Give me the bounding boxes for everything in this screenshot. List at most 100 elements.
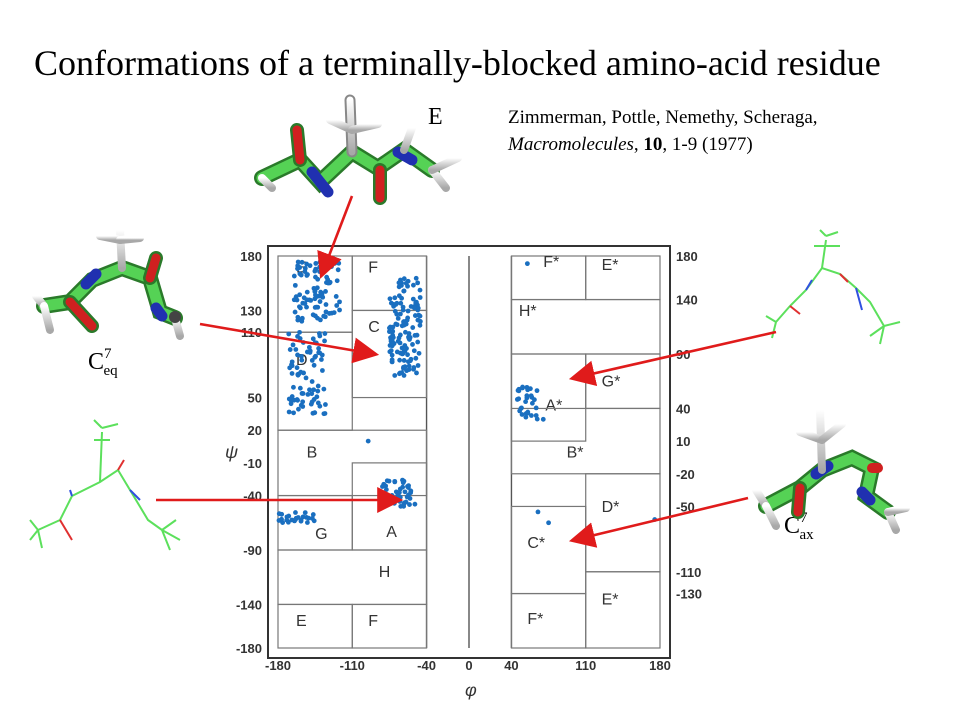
point-E [334, 303, 340, 308]
point-D [295, 352, 300, 358]
point-E [325, 280, 331, 286]
point-A [402, 489, 408, 495]
point-C [389, 359, 395, 365]
point-D [286, 331, 292, 337]
point-E [334, 278, 340, 284]
region-8-box [277, 603, 353, 649]
point-D [303, 375, 309, 381]
point-A [407, 496, 413, 501]
point-A [401, 478, 407, 484]
point-E [310, 312, 316, 318]
point-D [307, 350, 313, 355]
c7eq-label: C7eq [88, 346, 118, 379]
region-label: E [296, 613, 307, 630]
x-tick-label: -110 [340, 658, 365, 673]
wireframe-left-icon [29, 419, 181, 551]
point-C [412, 313, 418, 318]
point-isolated [535, 509, 541, 515]
point-D [289, 359, 295, 365]
reference-pages: , 1-9 (1977) [662, 134, 753, 155]
point-C [405, 352, 410, 358]
point-E [299, 259, 305, 265]
point-D [309, 399, 315, 405]
region-label: B [307, 444, 318, 461]
point-D [322, 338, 327, 344]
point-A* [519, 412, 525, 417]
point-C [396, 280, 402, 286]
point-D [317, 333, 323, 339]
point-E [337, 307, 342, 313]
point-A* [514, 397, 520, 402]
point-A* [528, 386, 533, 392]
region-label: C* [527, 535, 545, 552]
point-C [417, 313, 423, 319]
point-D [322, 331, 328, 336]
point-D [315, 400, 321, 406]
region-label: C [368, 319, 380, 336]
point-E [323, 302, 329, 307]
point-C [414, 332, 420, 338]
y-tick-label-left: -10 [243, 456, 262, 471]
point-C [400, 351, 406, 357]
x-tick-label: 40 [504, 658, 518, 673]
point-C [389, 352, 395, 358]
region-label: F [368, 613, 378, 630]
region-label: D* [602, 499, 620, 516]
point-A* [529, 400, 535, 406]
region-label: E* [602, 591, 619, 608]
point-E [291, 273, 297, 279]
e-conformer-label: E [428, 104, 443, 130]
point-C [406, 367, 412, 373]
point-C [397, 357, 403, 363]
point-E [294, 297, 300, 303]
region-label: F* [543, 254, 559, 271]
point-E [302, 269, 308, 274]
point-C [401, 373, 407, 378]
point-E [304, 297, 310, 303]
point-E [307, 263, 313, 269]
point-D [287, 347, 293, 352]
point-D [312, 410, 318, 416]
point-D [315, 383, 321, 389]
point-D [319, 352, 325, 358]
point-A [402, 500, 407, 506]
point-D [309, 358, 315, 363]
region-label: G [315, 526, 327, 543]
point-C [396, 335, 402, 341]
point-E [300, 300, 306, 306]
point-A [400, 484, 406, 490]
point-C [387, 324, 393, 330]
point-G [311, 518, 317, 524]
point-D [321, 386, 327, 392]
point-C [410, 342, 415, 347]
point-C [399, 345, 405, 351]
y-tick-label-left: 130 [240, 303, 262, 318]
x-axis-label: φ [465, 680, 477, 700]
point-C [406, 331, 412, 336]
point-C [401, 319, 406, 325]
point-E [315, 315, 320, 321]
region-19-box [510, 592, 587, 649]
y-tick-label-right: -20 [676, 467, 695, 482]
point-A [391, 500, 397, 506]
point-C [405, 308, 411, 314]
y-tick-label-left: -180 [236, 641, 262, 656]
point-E [304, 273, 310, 278]
point-C [405, 359, 411, 365]
point-D [311, 387, 317, 393]
point-C [414, 370, 419, 376]
reference-journal: Macromolecules [508, 134, 634, 155]
region-7-box [277, 549, 428, 606]
point-C [400, 304, 406, 310]
point-E [304, 289, 310, 295]
point-C [405, 315, 411, 321]
point-E [313, 304, 319, 310]
point-D [297, 336, 303, 341]
point-C [411, 365, 417, 370]
arrow-e [317, 195, 354, 279]
wireframe-right-icon [765, 229, 901, 345]
molecule-e-icon [254, 94, 462, 205]
point-D [298, 402, 304, 408]
point-C [398, 311, 403, 317]
point-D [291, 410, 296, 416]
